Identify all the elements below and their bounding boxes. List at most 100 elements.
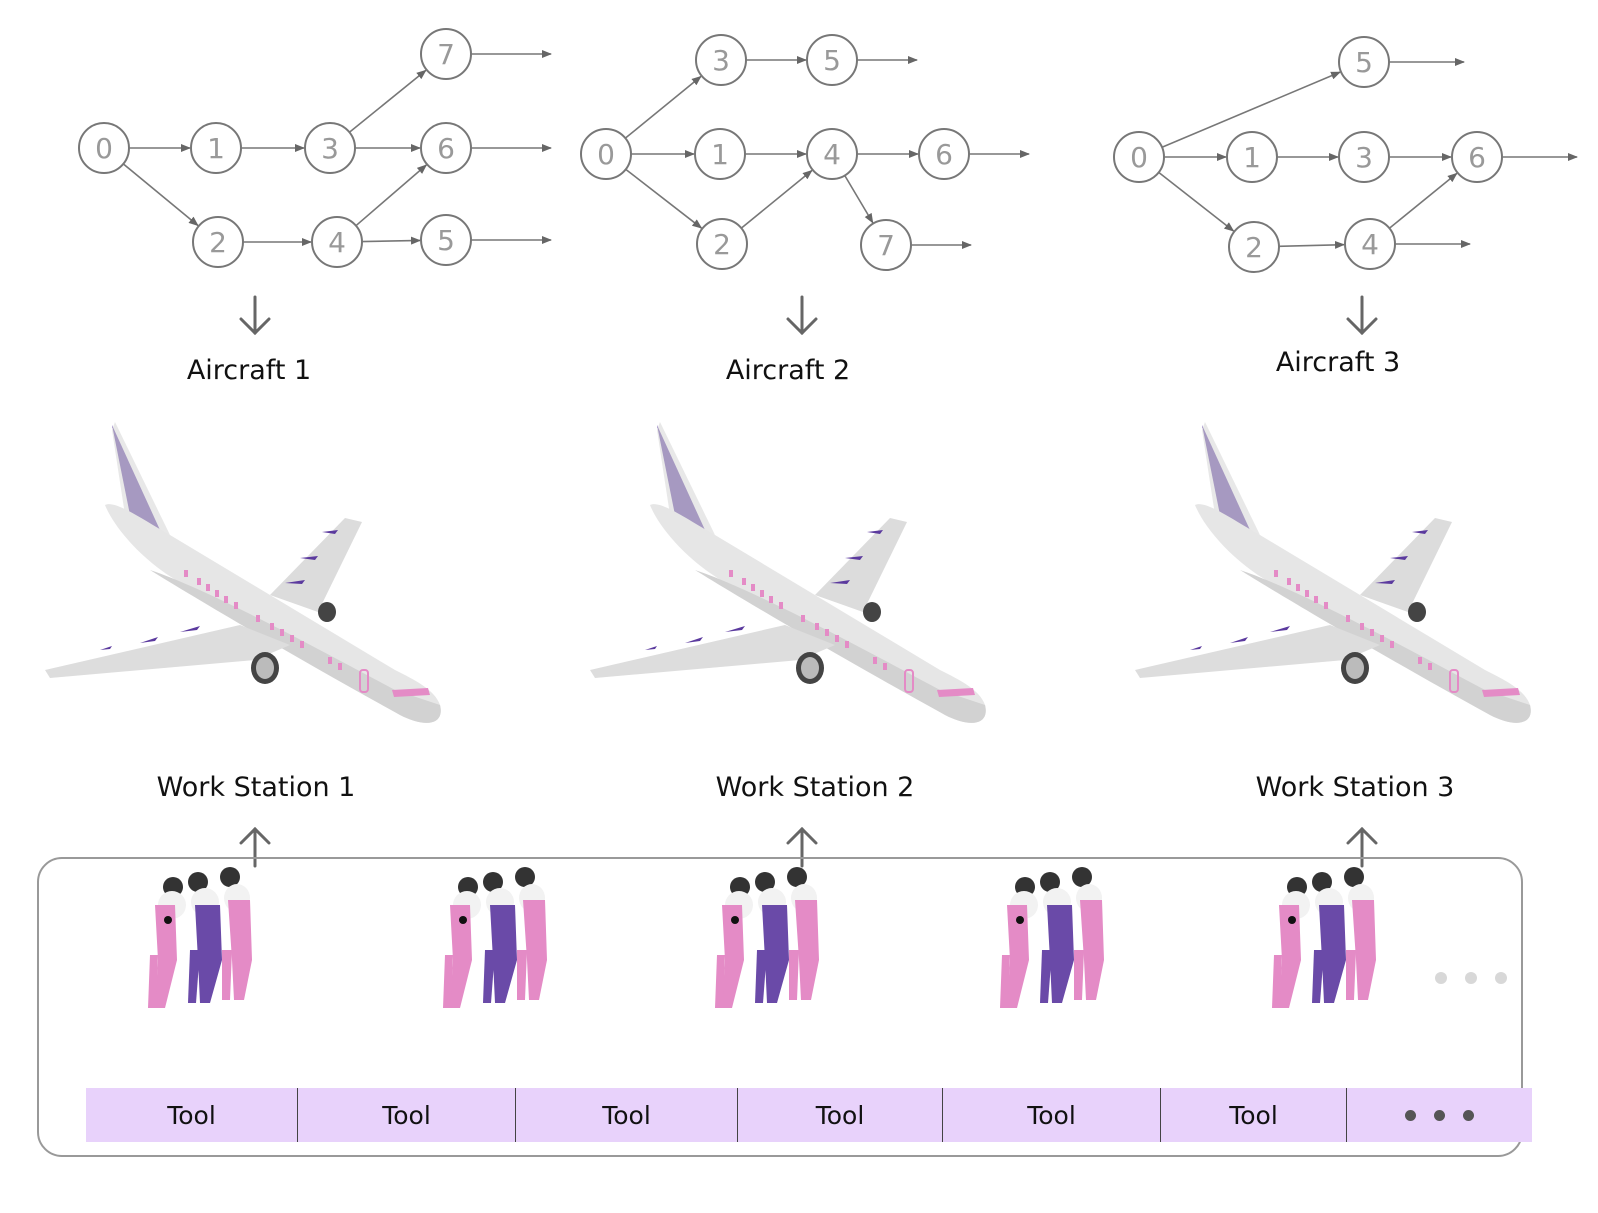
- tool-cell: Tool: [86, 1088, 298, 1142]
- graph-node-label: 7: [437, 38, 455, 71]
- graph-edge: [740, 169, 813, 229]
- worker-group: [148, 867, 252, 1008]
- graph-edge: [348, 69, 427, 133]
- graph-edge: [844, 175, 874, 224]
- graph-node: [420, 28, 472, 80]
- aircraft-illustrations: [44, 421, 1532, 724]
- graph-node: [696, 218, 748, 270]
- graph-node-label: 1: [1243, 141, 1261, 174]
- tool-cell: Tool: [1161, 1088, 1347, 1142]
- aircraft-3-label: Aircraft 3: [1275, 347, 1401, 378]
- aircraft-2-label: Aircraft 2: [725, 355, 851, 386]
- graph-node: [860, 219, 912, 271]
- graph-edge: [1388, 172, 1458, 229]
- graph-node-label: 6: [1468, 141, 1486, 174]
- graph-edge: [1278, 240, 1346, 249]
- ellipsis-dot: [1463, 1109, 1474, 1121]
- graph-node-label: 5: [437, 224, 455, 257]
- graph-node-label: 5: [823, 44, 841, 77]
- graph-node-label: 5: [1355, 46, 1373, 79]
- graph-node: [1344, 218, 1396, 270]
- graph-node-label: 3: [712, 44, 730, 77]
- worker-group: [443, 867, 547, 1008]
- graph-edge: [361, 236, 422, 245]
- tool-ellipsis: [1347, 1088, 1532, 1142]
- graph-node: [694, 128, 746, 180]
- graph-node-label: 3: [1355, 141, 1373, 174]
- tool-cell: Tool: [738, 1088, 943, 1142]
- graph-node: [1113, 131, 1165, 183]
- flow-arrows: [239, 295, 1378, 868]
- graph-node: [918, 128, 970, 180]
- dependency-graph-2: 0 3 5 1 4 6 2 7: [580, 34, 1030, 271]
- graph-node-label: 0: [1130, 141, 1148, 174]
- up-arrow-3: [1346, 826, 1378, 868]
- workforce-container: [37, 857, 1523, 1157]
- graph-node: [420, 122, 472, 174]
- graph-edge: [122, 163, 199, 227]
- tool-cell: Tool: [516, 1088, 738, 1142]
- aircraft-1-label: Aircraft 1: [186, 355, 312, 386]
- graph-edge: [624, 75, 702, 139]
- graph-node: [1226, 131, 1278, 183]
- graph-node: [304, 122, 356, 174]
- graph-node: [806, 34, 858, 86]
- work-station-1-label: Work Station 1: [156, 772, 356, 803]
- down-arrow-3: [1346, 295, 1378, 336]
- graph-node: [420, 214, 472, 266]
- graph-node: [192, 216, 244, 268]
- graph-node: [806, 128, 858, 180]
- graph-node: [1338, 36, 1390, 88]
- tool-cell: Tool: [298, 1088, 516, 1142]
- graph-node: [1451, 131, 1503, 183]
- down-arrow-2: [786, 295, 818, 336]
- workers-ellipsis: [1435, 972, 1507, 984]
- graph-node-label: 0: [597, 138, 615, 171]
- graph-node-label: 2: [713, 228, 731, 261]
- up-arrow-2: [786, 826, 818, 868]
- graph-node-label: 6: [935, 138, 953, 171]
- graph-edge: [355, 164, 428, 227]
- aircraft-3-illustration: [1134, 421, 1532, 724]
- graph-node: [1228, 221, 1280, 273]
- dependency-graph-1: 0 1 2 3 4 5 6 7: [78, 28, 552, 268]
- graph-node: [311, 216, 363, 268]
- aircraft-1-illustration: [44, 421, 442, 724]
- graph-node: [1338, 131, 1390, 183]
- aircraft-2-illustration: [589, 421, 987, 724]
- graph-edge: [625, 168, 703, 229]
- graph-node: [78, 122, 130, 174]
- graph-node-label: 6: [437, 132, 455, 165]
- tool-cell: Tool: [943, 1088, 1161, 1142]
- work-station-2-label: Work Station 2: [715, 772, 915, 803]
- work-station-3-label: Work Station 3: [1255, 772, 1455, 803]
- worker-groups: [148, 867, 1376, 1008]
- worker-group: [715, 867, 819, 1008]
- graph-node: [580, 128, 632, 180]
- graph-node: [190, 122, 242, 174]
- graph-node-label: 2: [209, 226, 227, 259]
- worker-group: [1272, 867, 1376, 1008]
- graph-edge: [1158, 171, 1235, 232]
- graph-node: [695, 34, 747, 86]
- graph-node-label: 1: [207, 132, 225, 165]
- graph-node-label: 4: [823, 138, 841, 171]
- down-arrow-1: [239, 295, 271, 336]
- graph-node-label: 7: [877, 229, 895, 262]
- graph-node-label: 3: [321, 132, 339, 165]
- ellipsis-dot: [1434, 1109, 1445, 1121]
- worker-group: [1000, 867, 1104, 1008]
- dependency-graphs: 0 1 2 3 4 5 6 7 0 3 5 1 4 6 2 7 0 5 1 3 6 2 4: [78, 28, 1578, 273]
- up-arrow-1: [239, 826, 271, 868]
- dependency-graph-3: 0 5 1 3 6 2 4: [1113, 36, 1578, 273]
- graph-node-label: 0: [95, 132, 113, 165]
- tool-bar: Tool Tool Tool Tool Tool Tool: [86, 1088, 1532, 1142]
- ellipsis-dot: [1405, 1109, 1416, 1121]
- graph-node-label: 1: [711, 138, 729, 171]
- graph-edge: [1161, 71, 1341, 149]
- graph-node-label: 2: [1245, 231, 1263, 264]
- graph-node-label: 4: [328, 226, 346, 259]
- graph-node-label: 4: [1361, 228, 1379, 261]
